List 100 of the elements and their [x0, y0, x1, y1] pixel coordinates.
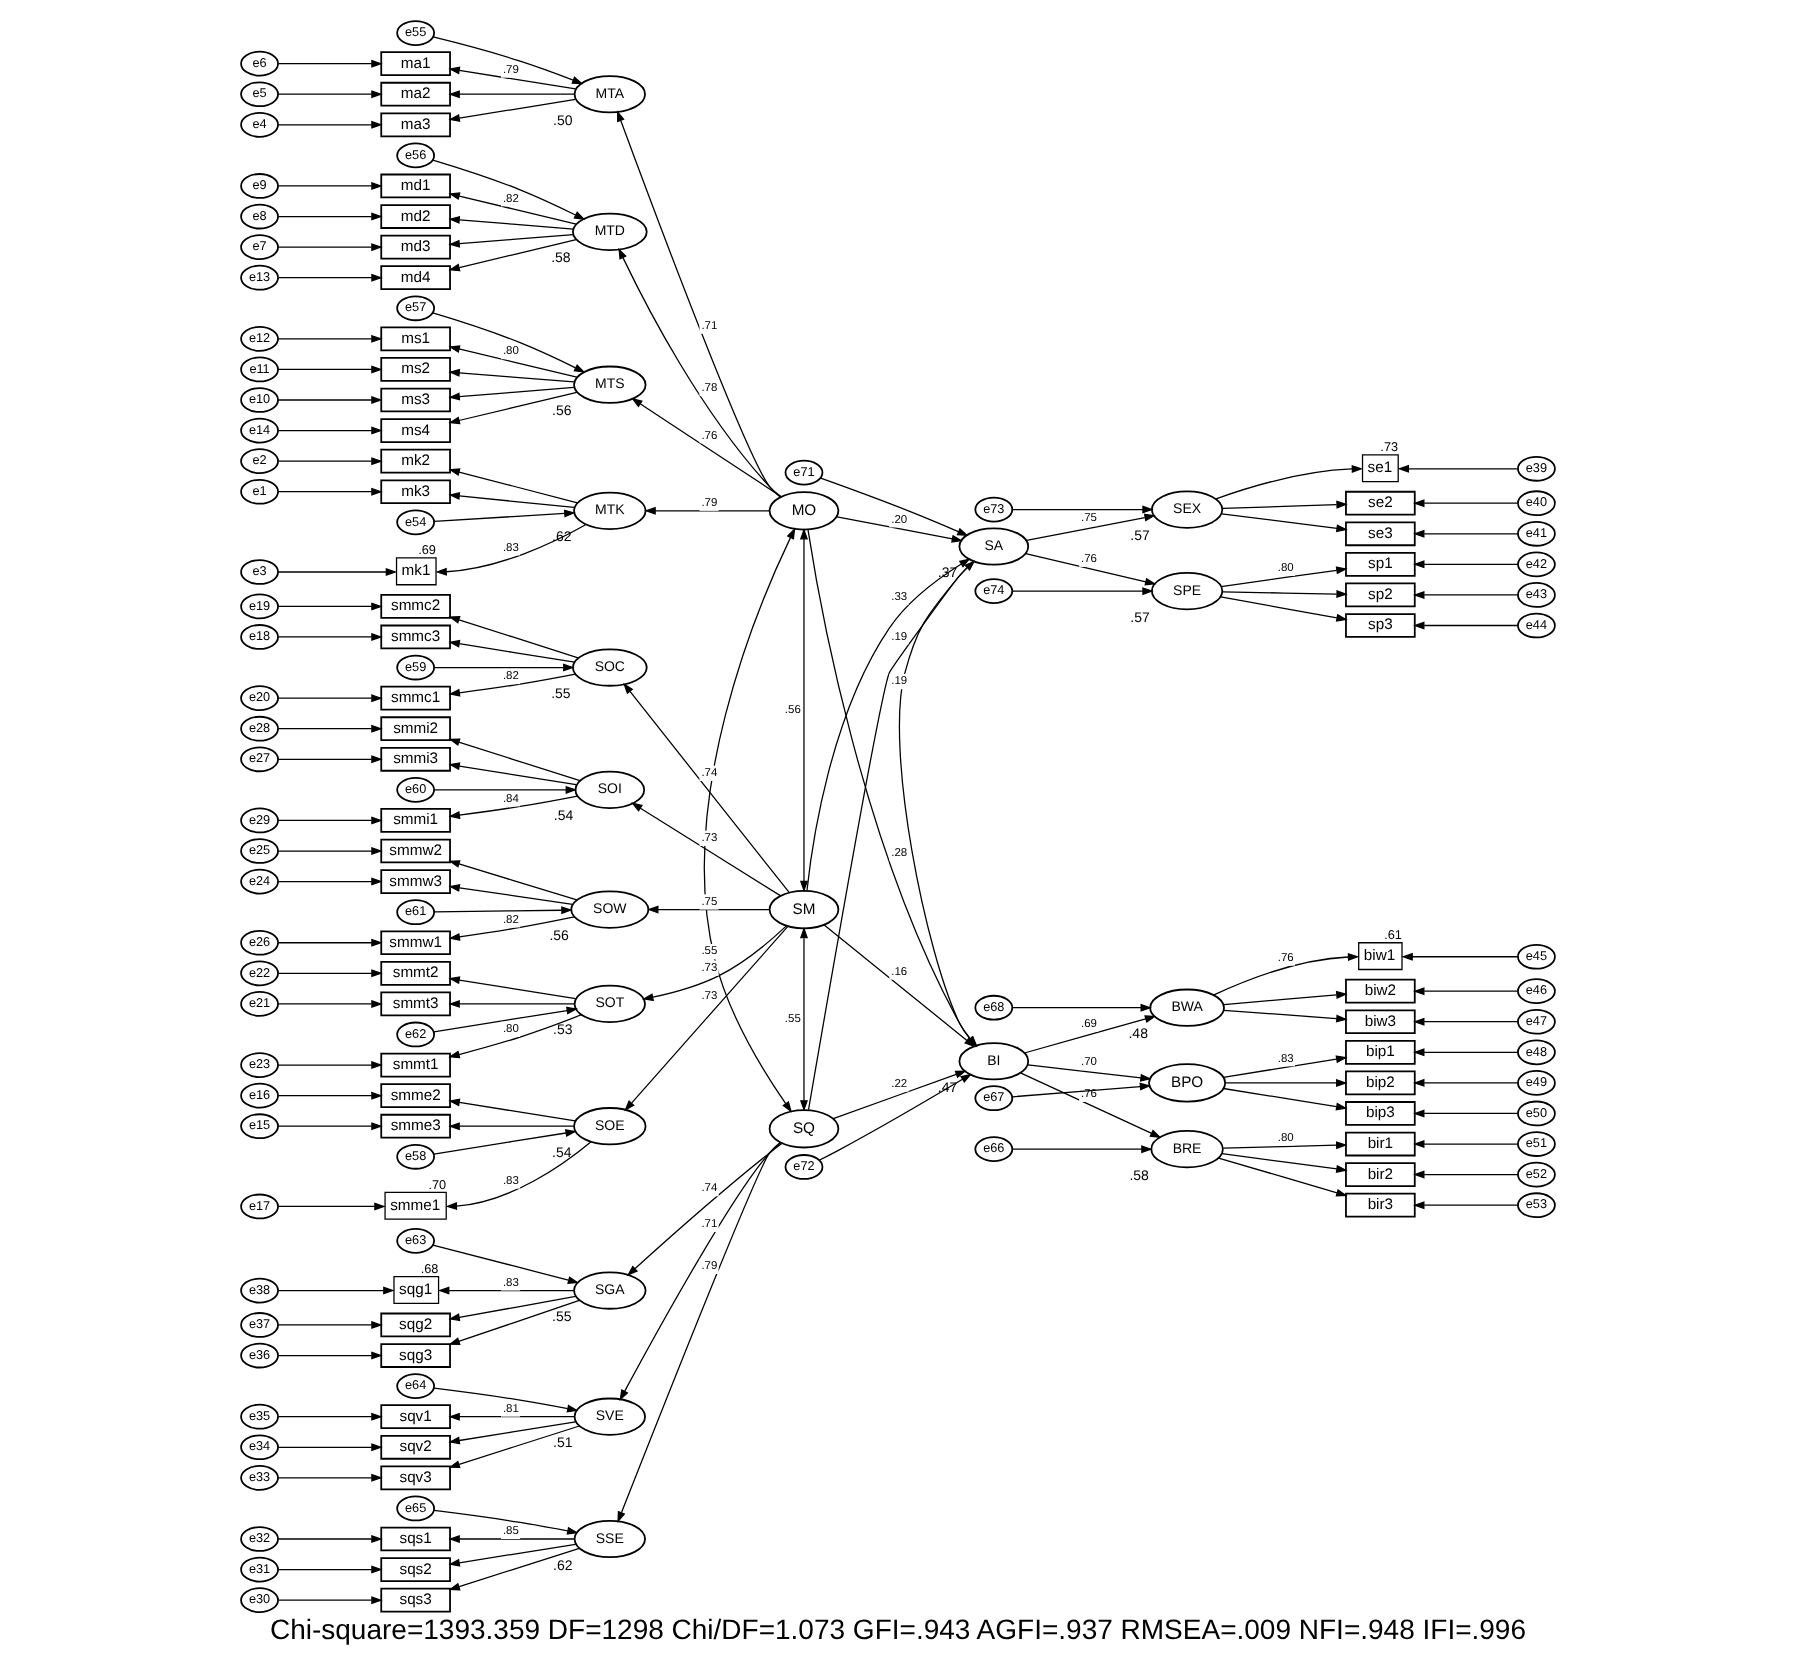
arrow — [432, 906, 572, 915]
arrow — [1010, 587, 1153, 596]
arrow — [447, 1547, 579, 1591]
arrow — [276, 755, 382, 764]
arrow — [276, 59, 382, 68]
arrow — [646, 905, 770, 914]
arrow — [1412, 1201, 1518, 1210]
arrow — [276, 847, 382, 856]
arrow — [276, 457, 382, 466]
arrow — [1400, 952, 1518, 961]
arrow — [1220, 500, 1347, 510]
arrow — [1010, 1145, 1152, 1154]
arrow — [431, 36, 583, 85]
arrow — [798, 926, 807, 1112]
arrow — [276, 724, 382, 733]
arrow — [1010, 505, 1153, 514]
arrow — [276, 1351, 382, 1360]
arrow — [1412, 621, 1518, 630]
arrow — [1010, 1082, 1151, 1098]
arrow — [276, 90, 382, 99]
arrow — [276, 1202, 385, 1211]
arrow — [447, 916, 574, 941]
arrow — [1221, 1087, 1347, 1111]
arrow — [276, 1443, 382, 1452]
caption: Chi-square=1393.359 DF=1298 Chi/DF=1.073 GFI=.943 AGFI=.937 RMSEA=.009 NFI=.948 IFI=.996 — [268, 1613, 1526, 1646]
arrow — [276, 1061, 382, 1070]
arrow — [447, 1535, 575, 1543]
arrow — [623, 926, 788, 1112]
arrow — [615, 110, 780, 498]
arrow — [447, 368, 574, 383]
arrow — [276, 181, 382, 190]
arrow — [276, 426, 382, 435]
arrow — [276, 1535, 382, 1543]
arrow — [276, 120, 382, 129]
arrow — [1412, 1078, 1518, 1087]
arrow — [798, 527, 807, 893]
arrow — [447, 1425, 579, 1469]
arrow — [276, 1565, 382, 1574]
arrow — [702, 527, 795, 1113]
arrow — [630, 397, 781, 498]
arrow — [447, 234, 573, 248]
arrow — [1219, 566, 1347, 588]
arrow — [617, 247, 781, 498]
arrow — [1026, 1064, 1151, 1082]
arrow — [1219, 513, 1347, 533]
arrow — [276, 938, 382, 947]
arrow — [447, 762, 576, 786]
arrow — [447, 738, 580, 782]
arrow — [1220, 1153, 1347, 1173]
arrow — [447, 98, 576, 122]
arrow — [1221, 1055, 1347, 1078]
arrow — [1412, 529, 1518, 538]
arrow — [819, 477, 968, 537]
arrow — [1010, 1003, 1151, 1012]
arrow — [1412, 590, 1518, 599]
arrow — [1223, 1078, 1347, 1087]
arrow — [1412, 1109, 1518, 1118]
arrow — [805, 558, 970, 892]
arrow — [447, 860, 577, 901]
arrow — [447, 1412, 575, 1421]
arrow — [276, 365, 382, 374]
arrow — [1219, 596, 1347, 622]
arrow — [1412, 1017, 1518, 1026]
arrow — [431, 312, 585, 373]
arrow — [276, 334, 382, 343]
arrow — [276, 568, 397, 576]
arrow — [276, 1286, 394, 1295]
arrow — [447, 1122, 574, 1131]
arrow — [1214, 464, 1363, 500]
arrow — [1412, 499, 1518, 508]
arrow — [447, 795, 578, 820]
arrow — [1412, 1048, 1518, 1057]
arrow — [432, 785, 577, 794]
arrow — [447, 616, 578, 659]
arrow — [447, 883, 573, 905]
arrow — [276, 1412, 382, 1421]
arrow — [831, 1070, 966, 1120]
arrow — [447, 1421, 576, 1445]
arrow — [643, 506, 769, 515]
arrow — [432, 509, 575, 522]
arrow — [276, 969, 382, 978]
arrow — [1412, 987, 1518, 996]
arrow — [447, 468, 578, 504]
arrow — [447, 976, 576, 1000]
arrow — [1018, 1072, 1161, 1138]
arrow — [276, 816, 382, 825]
arrow — [1220, 590, 1347, 599]
arrow — [1024, 513, 1155, 542]
arrow — [276, 212, 382, 221]
arrow — [276, 487, 382, 496]
arrow — [616, 1141, 780, 1523]
arrow — [276, 243, 382, 252]
arrow — [1216, 1157, 1347, 1197]
arrow — [431, 1244, 579, 1284]
arrow — [1412, 1170, 1518, 1179]
arrow — [276, 694, 382, 703]
arrow — [447, 673, 576, 697]
arrow — [432, 1129, 576, 1155]
arrow — [447, 1014, 582, 1059]
arrow — [276, 1122, 382, 1131]
